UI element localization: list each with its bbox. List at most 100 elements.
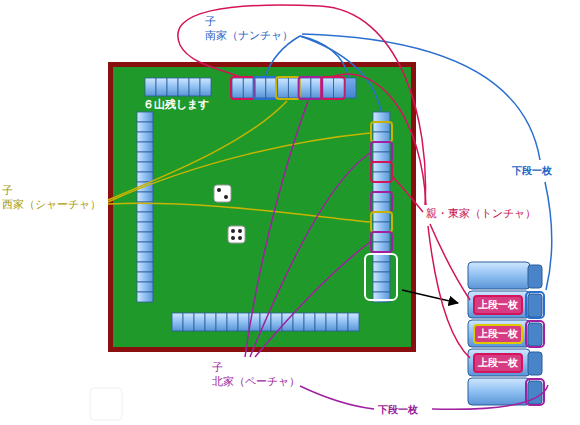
tile [373,122,390,132]
tile [348,313,359,331]
tile-highlight [371,122,392,142]
tile [373,152,390,162]
tile [137,252,153,262]
highlight-frame [365,254,397,300]
label: ６山残します [143,98,209,111]
tile-highlight [371,142,392,162]
tile [137,112,153,122]
tile [137,122,153,132]
table-border [108,62,416,352]
tile [373,212,390,222]
tile-highlight [371,162,392,182]
tile [333,78,344,98]
tile-highlight [371,232,392,252]
tile [373,242,390,252]
tile [137,192,153,202]
tile [205,313,216,331]
tile [373,172,390,182]
tile-highlight [321,77,345,99]
tile-layer-box: 上段一枚 [473,295,523,315]
tile [194,313,205,331]
tile [277,78,288,98]
tile [183,313,194,331]
tile [137,172,153,182]
tile [189,78,200,96]
tile [145,78,156,96]
tile [373,182,390,192]
tile [326,313,337,331]
tile-layer-text: 上段一枚 [478,328,518,340]
tile [300,78,311,98]
tile-layer-box: 上段一枚 [473,324,523,344]
tile [137,232,153,242]
inset-highlight [526,321,544,347]
tile-highlight [371,212,392,232]
tile [178,78,189,96]
tile [373,262,390,272]
tile [345,78,356,98]
tile [373,112,390,122]
inset-tile [468,378,530,405]
tile [255,78,266,98]
tile [137,282,153,292]
tile [137,242,153,252]
leader-lines [108,5,552,409]
zoom-arrow [402,290,458,303]
tile [373,232,390,242]
tile [373,282,390,292]
tile [137,262,153,272]
tile-highlight [299,77,323,99]
tile [293,313,304,331]
tile [137,222,153,232]
tile [373,202,390,212]
tile [373,272,390,282]
tile [216,313,227,331]
tile-shade [345,78,356,98]
inset-tile [468,320,530,347]
tile [227,313,238,331]
tile [315,313,326,331]
tile-highlight [231,77,255,99]
tile-highlight [371,192,392,212]
table-felt [113,67,411,347]
inset-stack [468,262,544,405]
faint-box [90,388,122,420]
inset-tile [468,349,530,376]
tile [172,313,183,331]
tile [232,78,243,98]
inset-tile-side [528,323,542,346]
tile [322,78,333,98]
tile [373,132,390,142]
dice [214,185,245,243]
tile [137,152,153,162]
inset-tile [468,291,530,318]
tile-layer-box: 上段一枚 [473,353,523,373]
inset-tile-side [528,352,542,375]
tile-highlight [276,77,300,99]
inset-tile-side [528,294,542,317]
tile [156,78,167,96]
label: 子 [212,361,223,374]
tile [373,142,390,152]
tile [373,192,390,202]
tile [167,78,178,96]
inset-tile-side [528,265,542,288]
tile [137,142,153,152]
tile-highlight [254,77,278,99]
tile-layer-text: 上段一枚 [478,357,518,369]
tile [137,212,153,222]
label: 西家（シャーチャ） [2,198,101,211]
label: 下段一枚 [378,403,418,416]
tile-layer-text: 上段一枚 [478,299,518,311]
label: 南家（ナンチャ） [205,29,293,42]
tile [137,132,153,142]
inset-highlight [526,292,544,318]
tile [137,292,153,302]
label: 子 [2,184,13,197]
label: 北家（ペーチャ） [212,375,300,388]
tile [337,313,348,331]
tile [137,162,153,172]
tile [304,313,315,331]
tile [238,313,249,331]
